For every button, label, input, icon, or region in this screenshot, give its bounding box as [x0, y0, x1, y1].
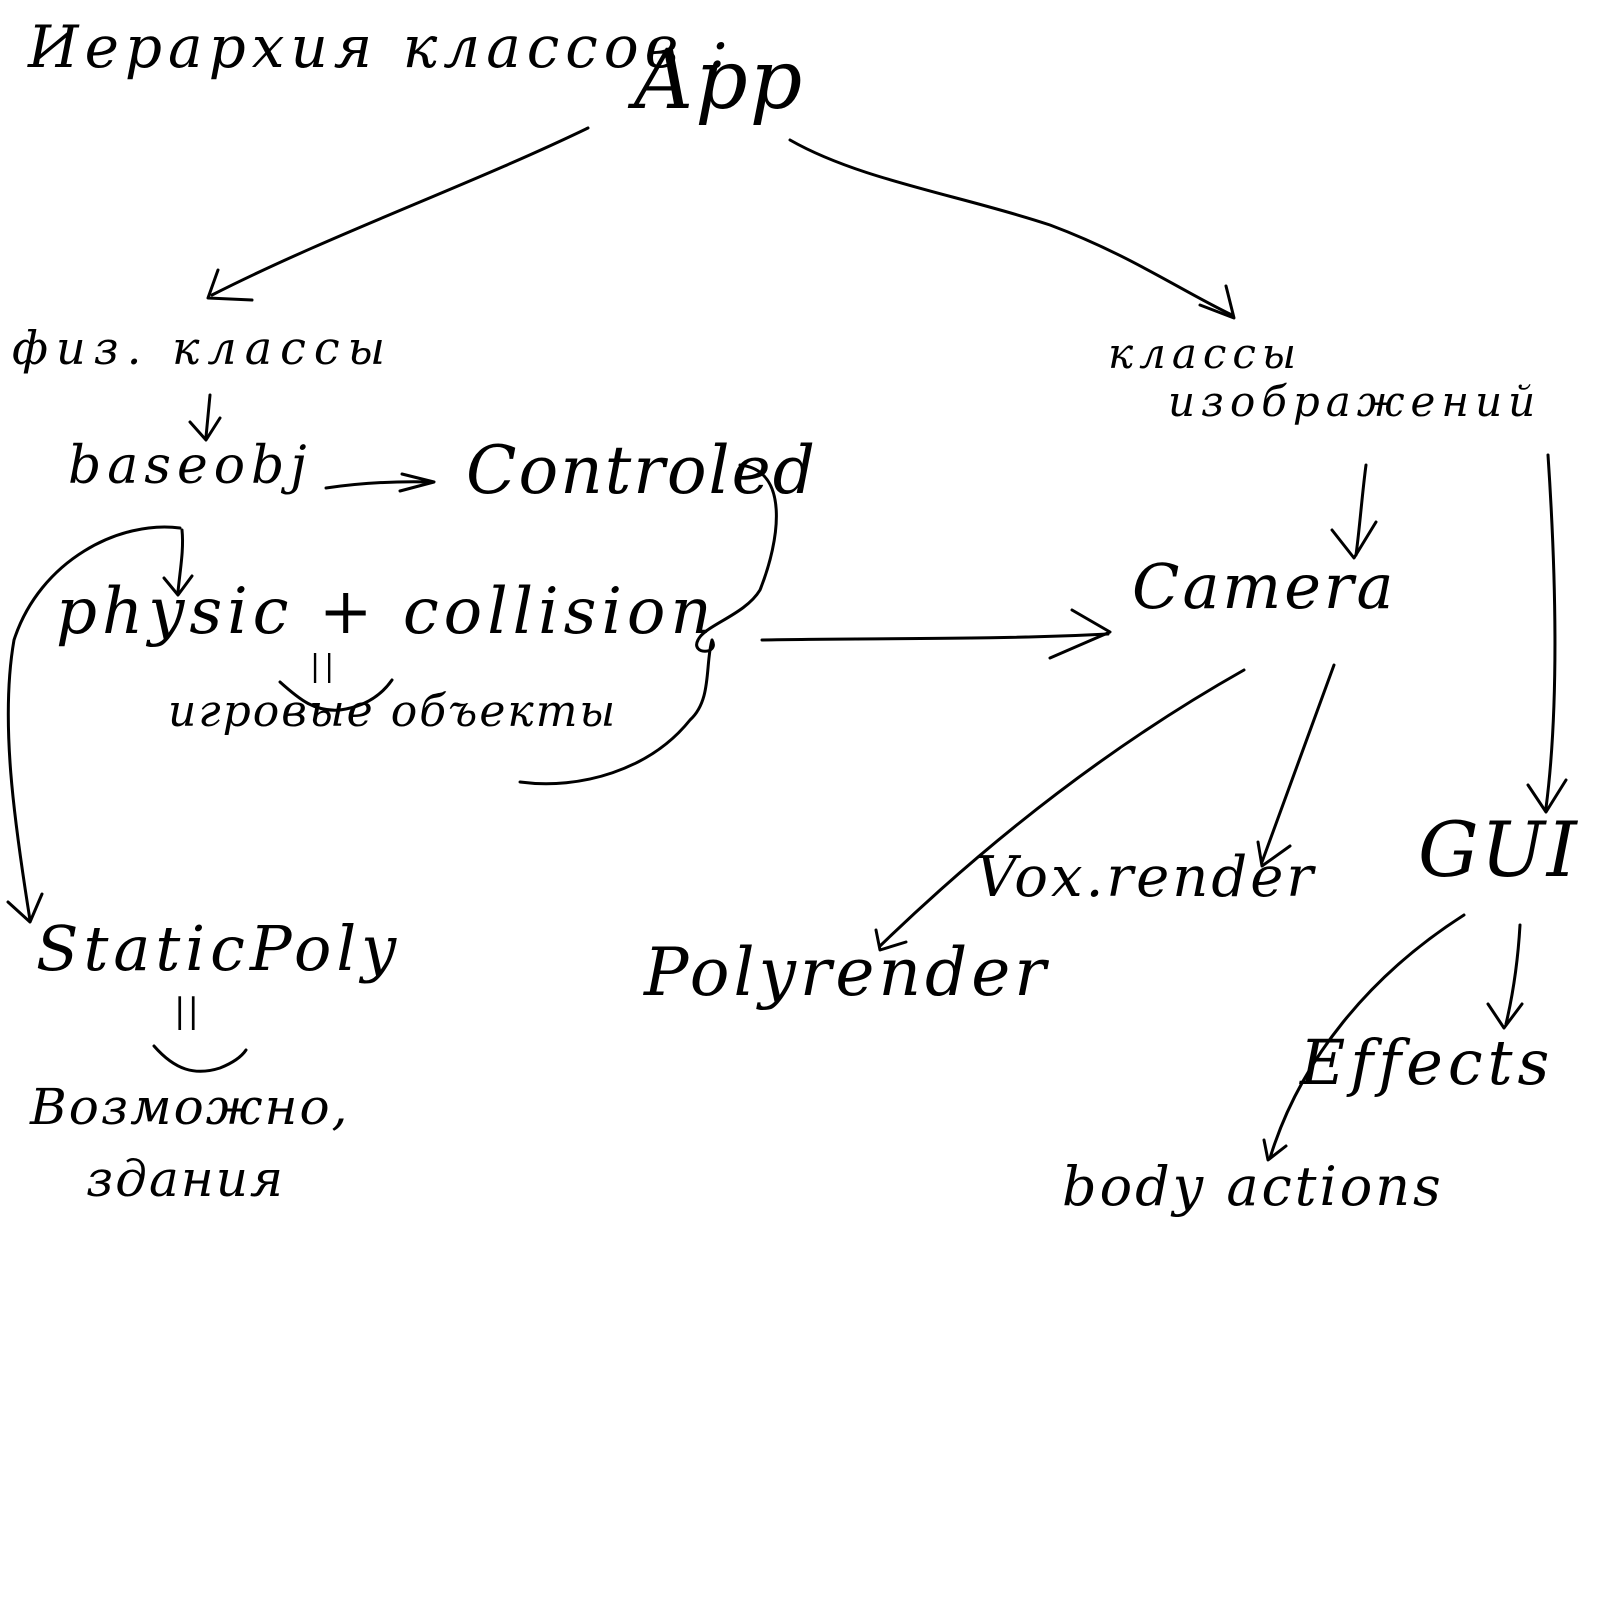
edge-baseobj-to-physic — [176, 528, 184, 594]
edge-app-to-image-classes — [788, 138, 1234, 317]
edge-image-classes-to-gui — [1544, 453, 1557, 810]
equals-mark-game-objects: || — [310, 649, 339, 684]
node-effects: Effects — [1300, 1026, 1555, 1099]
arrowhead-effects — [1486, 1002, 1524, 1030]
arrowhead-camera-from-image-classes — [1330, 520, 1378, 560]
equals-mark-buildings: || — [174, 991, 201, 1031]
brace-staticpoly-to-buildings — [152, 1044, 248, 1073]
node-baseobj: baseobj — [68, 436, 313, 496]
arrowhead-gui — [1526, 778, 1568, 814]
node-physic-collision: physic + collision — [56, 575, 717, 649]
edge-camera-to-voxrender — [1260, 663, 1336, 864]
node-image-classes-line2: изображений — [1168, 377, 1542, 426]
node-buildings: Возможно, здания — [30, 1082, 349, 1204]
brace-physic-to-game-objects — [278, 678, 394, 712]
arrowhead-polyrender — [874, 928, 908, 952]
edge-baseobj-to-controled — [324, 480, 434, 490]
node-game-objects: игровые объекты — [168, 686, 618, 737]
edge-camera-to-polyrender — [878, 668, 1246, 948]
node-app: App — [634, 33, 805, 128]
edge-physical-classes-to-baseobj — [204, 393, 212, 439]
diagram-title: Иерархия классов : — [28, 13, 735, 81]
arrowhead-voxrender — [1256, 840, 1292, 868]
arrowhead-image-classes — [1198, 284, 1236, 320]
node-body-actions: body actions — [1062, 1155, 1444, 1218]
node-image-classes: классы изображений — [1108, 333, 1541, 423]
edge-group-to-camera — [760, 632, 1110, 642]
node-camera: Camera — [1132, 550, 1397, 623]
node-controled: Controled — [466, 432, 817, 509]
node-poly-render: Polyrender — [644, 934, 1050, 1011]
edge-app-to-physical-classes — [210, 126, 590, 297]
arrowhead-controled — [398, 472, 436, 493]
edge-image-classes-to-camera — [1354, 463, 1368, 557]
arrowhead-camera — [1048, 608, 1112, 660]
arrowhead-body-actions — [1262, 1138, 1288, 1162]
edge-baseobj-to-staticpoly — [6, 525, 182, 922]
edge-gui-to-effects — [1504, 923, 1522, 1026]
node-physical-classes: физ. классы — [12, 321, 394, 375]
node-buildings-line1: Возможно, — [30, 1078, 350, 1136]
node-buildings-line2: здания — [86, 1150, 286, 1208]
node-vox-render: Vox.render — [976, 845, 1317, 910]
arrowhead-baseobj — [188, 416, 222, 442]
node-image-classes-line1: классы — [1108, 329, 1303, 378]
node-gui: GUI — [1418, 805, 1579, 894]
arrowhead-physic — [162, 574, 194, 597]
node-static-poly: StaticPoly — [36, 912, 402, 985]
grouping-brace — [518, 463, 778, 786]
edge-gui-to-body-actions — [1268, 913, 1466, 1160]
arrowhead-physical-classes — [206, 268, 254, 302]
arrowhead-staticpoly — [6, 892, 44, 924]
